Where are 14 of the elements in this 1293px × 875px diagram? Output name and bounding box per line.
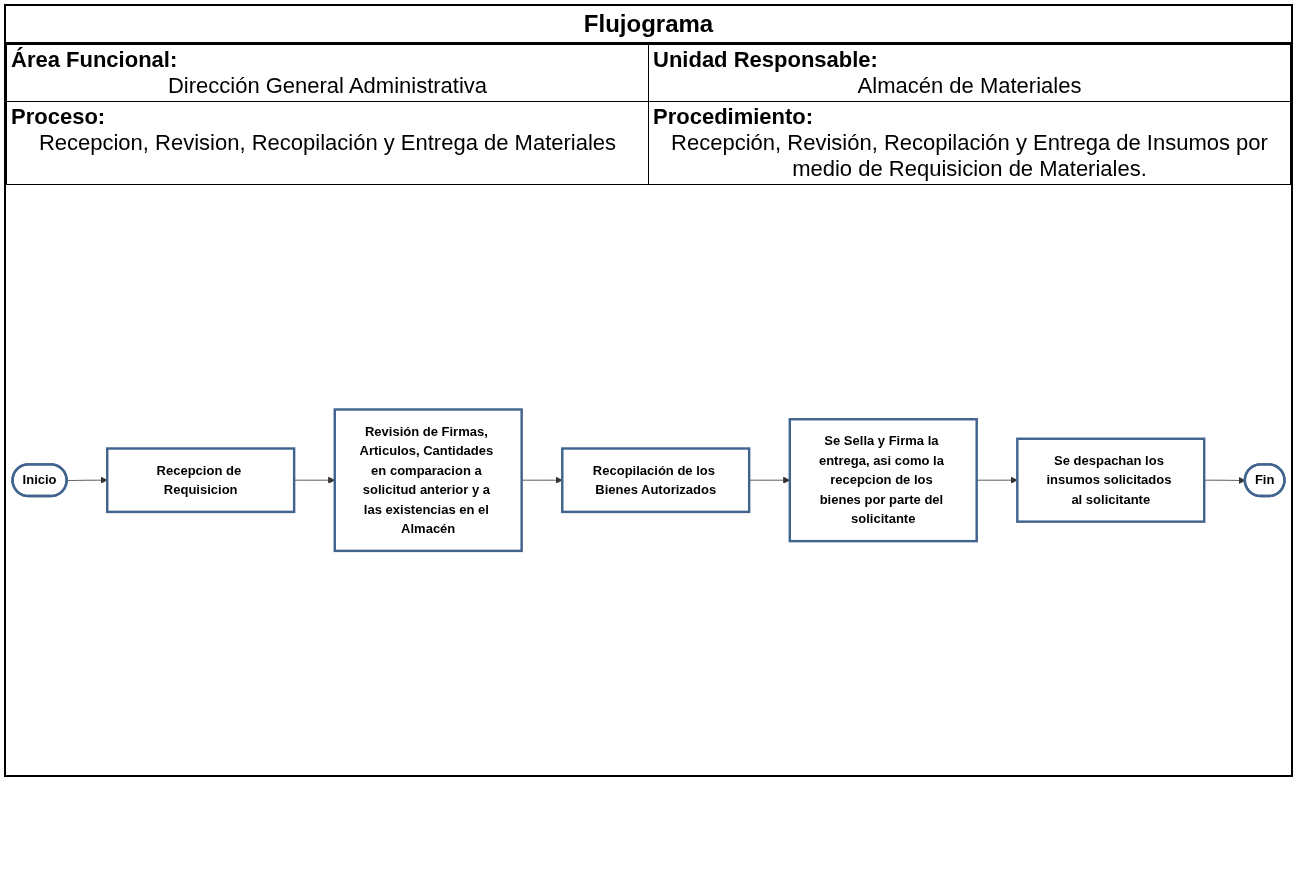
field-heading: Procedimiento: [653,104,815,130]
field-heading: Unidad Responsable: [653,47,879,73]
field-value: Dirección General Administrativa [166,73,489,99]
field-value: Almacén de Materiales [856,73,1083,99]
node-box: Recopilación de los Bienes Autorizados [561,447,751,513]
diagram-title: Flujograma [6,6,1291,44]
node-box: Se despachan los insumos solicitados al solicitante [1016,437,1206,523]
field-value: Recepcion, Revision, Recopilación y Entrega de Materiales [37,130,618,156]
field-heading: Proceso: [11,104,107,130]
field-heading: Área Funcional: [11,47,179,73]
node-box: Recepcion de Requisicion [106,447,296,513]
field-value: Recepción, Revisión, Recopilación y Entrega de Insumos por medio de Requisicion de Materiales. [670,130,1269,182]
node-box: Se Sella y Firma la entrega, asi como la recepcion de los bienes por parte del solicitante [788,417,978,543]
node-box: Revisión de Firmas, Articulos, Cantidades en comparacion a solicitud anterior y a las existencias en el Almacén [333,408,523,552]
